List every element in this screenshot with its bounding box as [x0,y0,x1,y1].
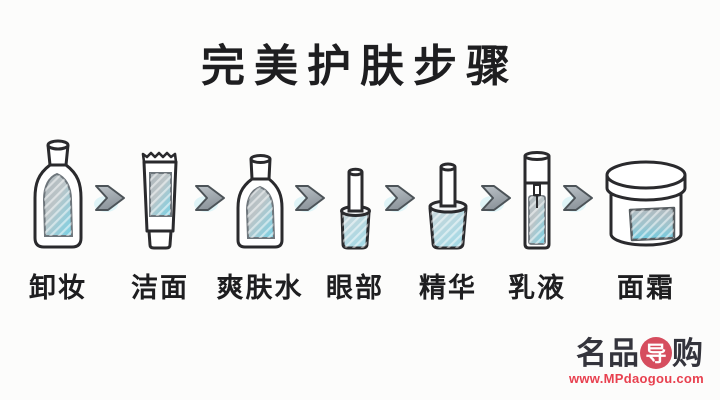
page-title: 完美护肤步骤 [201,42,519,91]
step-lotion: 乳液 [508,150,564,303]
eye-care-pot-illustration [340,167,371,250]
steps-row: 卸妆 洁面 [0,138,720,303]
step-label: 卸妆 [29,273,87,303]
step-label: 精华 [419,273,477,303]
toner-bottle-illustration [236,154,284,249]
step-eye-care: 眼部 [326,166,382,303]
step-label: 爽肤水 [216,273,304,303]
watermark-url: www.MPdaogou.com [568,371,704,386]
lotion-pump-bottle-illustration [523,151,551,250]
step-label: 眼部 [326,273,384,303]
watermark-logo-circle-icon: 导 [640,337,672,369]
essence-pot-illustration [428,162,468,250]
chevron-right-icon [383,182,417,214]
step-cream: 面霜 [600,158,692,303]
step-cleanser: 洁面 [131,146,188,303]
step-label: 面霜 [617,273,675,303]
watermark-logo-row: 名品 导 购 [576,337,704,369]
step-toner: 爽肤水 [217,154,302,303]
step-label: 乳液 [508,273,566,303]
watermark-logo-text-suffix: 购 [672,335,704,371]
watermark-logo: 名品 导 购 www.MPdaogou.com [569,337,704,386]
cleanser-tube-illustration [141,151,178,250]
chevron-right-icon [293,182,327,214]
chevron-right-icon [479,182,513,214]
watermark-logo-text-prefix: 名品 [576,335,640,371]
cream-jar-illustration [605,160,687,247]
makeup-remover-bottle-illustration [33,139,83,249]
chevron-right-icon [193,182,227,214]
step-essence: 精华 [419,162,475,303]
step-label: 洁面 [131,273,189,303]
chevron-right-icon [93,182,127,214]
step-makeup-remover: 卸妆 [28,138,88,303]
chevron-right-icon [561,182,595,214]
